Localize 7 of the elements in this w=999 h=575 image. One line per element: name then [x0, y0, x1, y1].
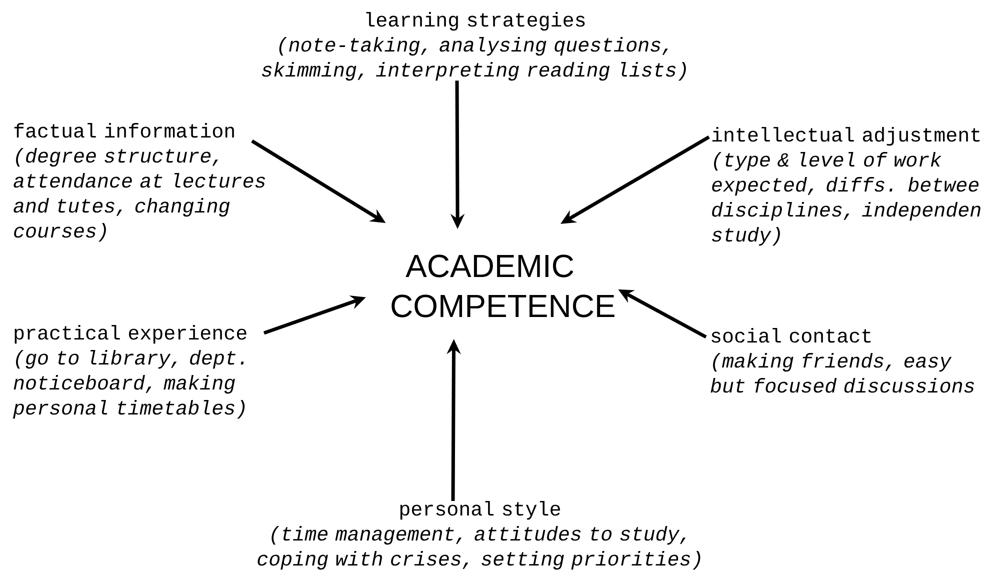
- topic-label: social contact (making friends, easy but focused discussions: [710, 328, 974, 393]
- topic-label: intellectual adjustment (type & level of work expected, diffs. betwee disciplines, independen study): [712, 127, 980, 246]
- topic-label: practical experience (go to library, dept. noticeboard, making personal timetables): [12, 325, 246, 419]
- central-concept: ACADEMIC COMPETENCE: [392, 254, 614, 318]
- topic-label: factual information (degree structure, attendance at lectures and tutes, changing courses): [14, 123, 265, 242]
- topic-label: learning strategies (note-taking, analysing questions, skimming, interpreting reading lists): [262, 12, 686, 81]
- topic-label: personal style (time management, attitudes to study, coping with crises, setting priorities): [258, 501, 700, 570]
